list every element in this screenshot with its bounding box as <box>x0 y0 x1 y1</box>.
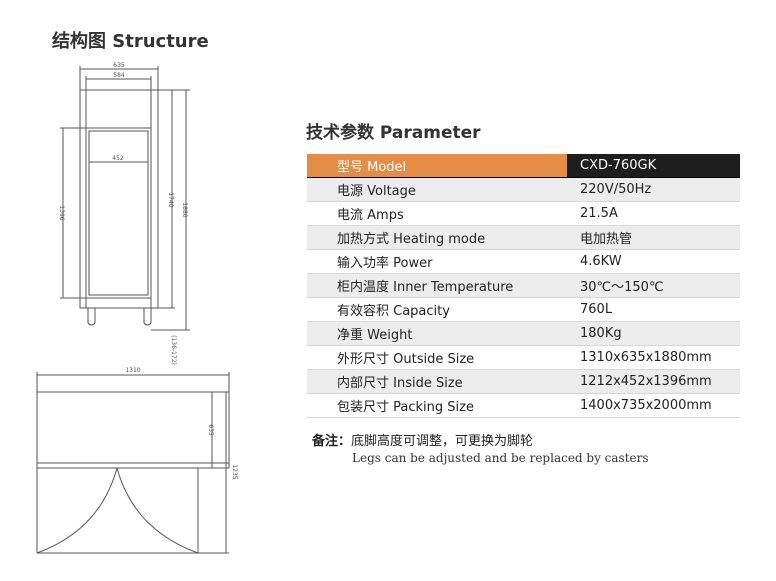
dim-top-depth: 635 <box>207 424 214 436</box>
param-label: 外形尺寸 Outside Size <box>307 345 567 370</box>
param-label: 型号 Model <box>307 154 567 178</box>
dim-inner-height: 1396 <box>58 205 65 220</box>
param-label: 电源 Voltage <box>307 177 567 202</box>
dim-front-outer-width: 635 <box>113 62 125 69</box>
table-row: 柜内温度 Inner Temperature 30℃～150℃ <box>307 273 740 298</box>
param-value: 1400x735x2000mm <box>567 393 740 418</box>
param-label: 有效容积 Capacity <box>307 297 567 322</box>
param-label: 净重 Weight <box>307 321 567 346</box>
parameter-table: 型号 Model CXD-760GK 电源 Voltage 220V/50Hz … <box>307 154 740 418</box>
param-value: 电加热管 <box>567 225 740 250</box>
param-value: CXD-760GK <box>567 154 740 178</box>
param-value: 180Kg <box>567 321 740 346</box>
param-value: 4.6KW <box>567 249 740 274</box>
param-value: 1310x635x1880mm <box>567 345 740 370</box>
structure-heading: 结构图 Structure <box>52 31 209 52</box>
param-label: 内部尺寸 Inside Size <box>307 369 567 394</box>
structure-drawing: 635 584 452 1396 1740 1880 (136-172) 131… <box>36 62 238 554</box>
param-label: 加热方式 Heating mode <box>307 225 567 250</box>
table-row: 外形尺寸 Outside Size 1310x635x1880mm <box>307 345 740 370</box>
param-value: 220V/50Hz <box>567 177 740 202</box>
param-label: 包装尺寸 Packing Size <box>307 393 567 418</box>
table-row: 电源 Voltage 220V/50Hz <box>307 177 740 202</box>
table-row: 净重 Weight 180Kg <box>307 321 740 346</box>
note-label: 备注： <box>312 434 352 449</box>
door-swing-right <box>116 467 199 554</box>
table-row: 输入功率 Power 4.6KW <box>307 249 740 274</box>
note-text-en: Legs can be adjusted and be replaced by … <box>352 451 649 465</box>
dim-front-inner-width: 584 <box>113 72 125 79</box>
dim-total-depth: 1235 <box>231 464 238 479</box>
inner-chamber-outline <box>85 127 152 299</box>
top-view-outline <box>36 391 230 469</box>
param-value: 760L <box>567 297 740 322</box>
door-swing-left <box>36 467 118 554</box>
note: 备注：底脚高度可调整，可更换为脚轮 <box>312 430 533 449</box>
table-row: 内部尺寸 Inside Size 1212x452x1396mm <box>307 369 740 394</box>
cabinet-outline <box>79 89 159 309</box>
param-label: 柜内温度 Inner Temperature <box>307 273 567 298</box>
dim-inner-width: 452 <box>112 155 124 162</box>
param-label: 输入功率 Power <box>307 249 567 274</box>
param-label: 电流 Amps <box>307 201 567 226</box>
parameter-heading: 技术参数 Parameter <box>306 123 481 143</box>
dim-leg-height: (136-172) <box>170 335 177 365</box>
dim-top-width: 1310 <box>125 367 140 374</box>
param-value: 30℃～150℃ <box>567 273 740 298</box>
param-value: 21.5A <box>567 201 740 226</box>
table-row: 加热方式 Heating mode 电加热管 <box>307 225 740 250</box>
dim-outer-height-b: 1880 <box>181 202 188 217</box>
table-header-row: 型号 Model CXD-760GK <box>307 154 740 178</box>
note-text-cn: 底脚高度可调整，可更换为脚轮 <box>351 434 534 449</box>
table-row: 有效容积 Capacity 760L <box>307 297 740 322</box>
param-value: 1212x452x1396mm <box>567 369 740 394</box>
table-row: 电流 Amps 21.5A <box>307 201 740 226</box>
dim-outer-height-a: 1740 <box>167 192 174 207</box>
table-row: 包装尺寸 Packing Size 1400x735x2000mm <box>307 393 740 418</box>
